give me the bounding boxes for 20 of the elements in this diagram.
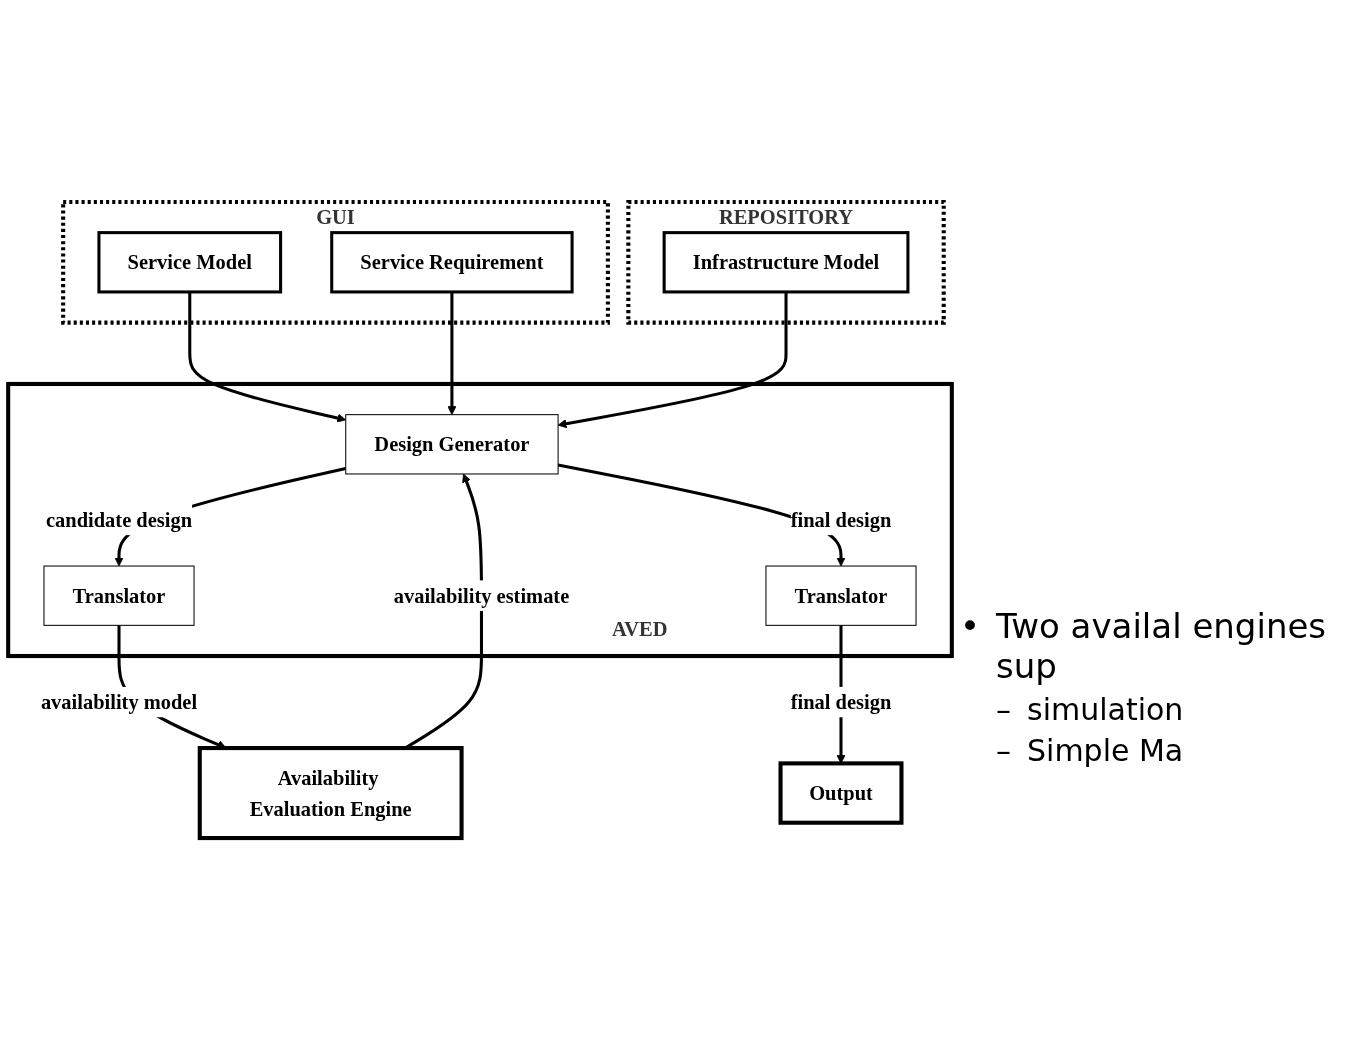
dash-marker: – <box>996 692 1011 727</box>
sub-bullet-text: Simple Ma <box>1027 733 1184 768</box>
node-box: Translator <box>43 565 195 626</box>
edge-label: final design <box>790 690 892 714</box>
node-box: Infrastructure Model <box>662 231 910 294</box>
bullet-marker: • <box>960 606 981 648</box>
bullet-text: Two availal engines sup <box>996 606 1328 686</box>
edge-label: availability estimate <box>393 584 570 607</box>
node-box: Service Requirement <box>330 231 574 294</box>
dash-marker: – <box>996 733 1011 768</box>
node-box: Output <box>778 761 904 825</box>
node-box: Availability Evaluation Engine <box>197 746 464 841</box>
node-box: Translator <box>765 565 917 626</box>
edge-label: candidate design <box>45 508 193 532</box>
node-box: Design Generator <box>345 414 559 475</box>
edge-label: availability model <box>40 690 198 714</box>
node-box: Service Model <box>97 231 283 294</box>
arrow <box>447 291 457 416</box>
edge-label: final design <box>790 508 892 532</box>
sub-bullet-text: simulation <box>1027 692 1184 727</box>
